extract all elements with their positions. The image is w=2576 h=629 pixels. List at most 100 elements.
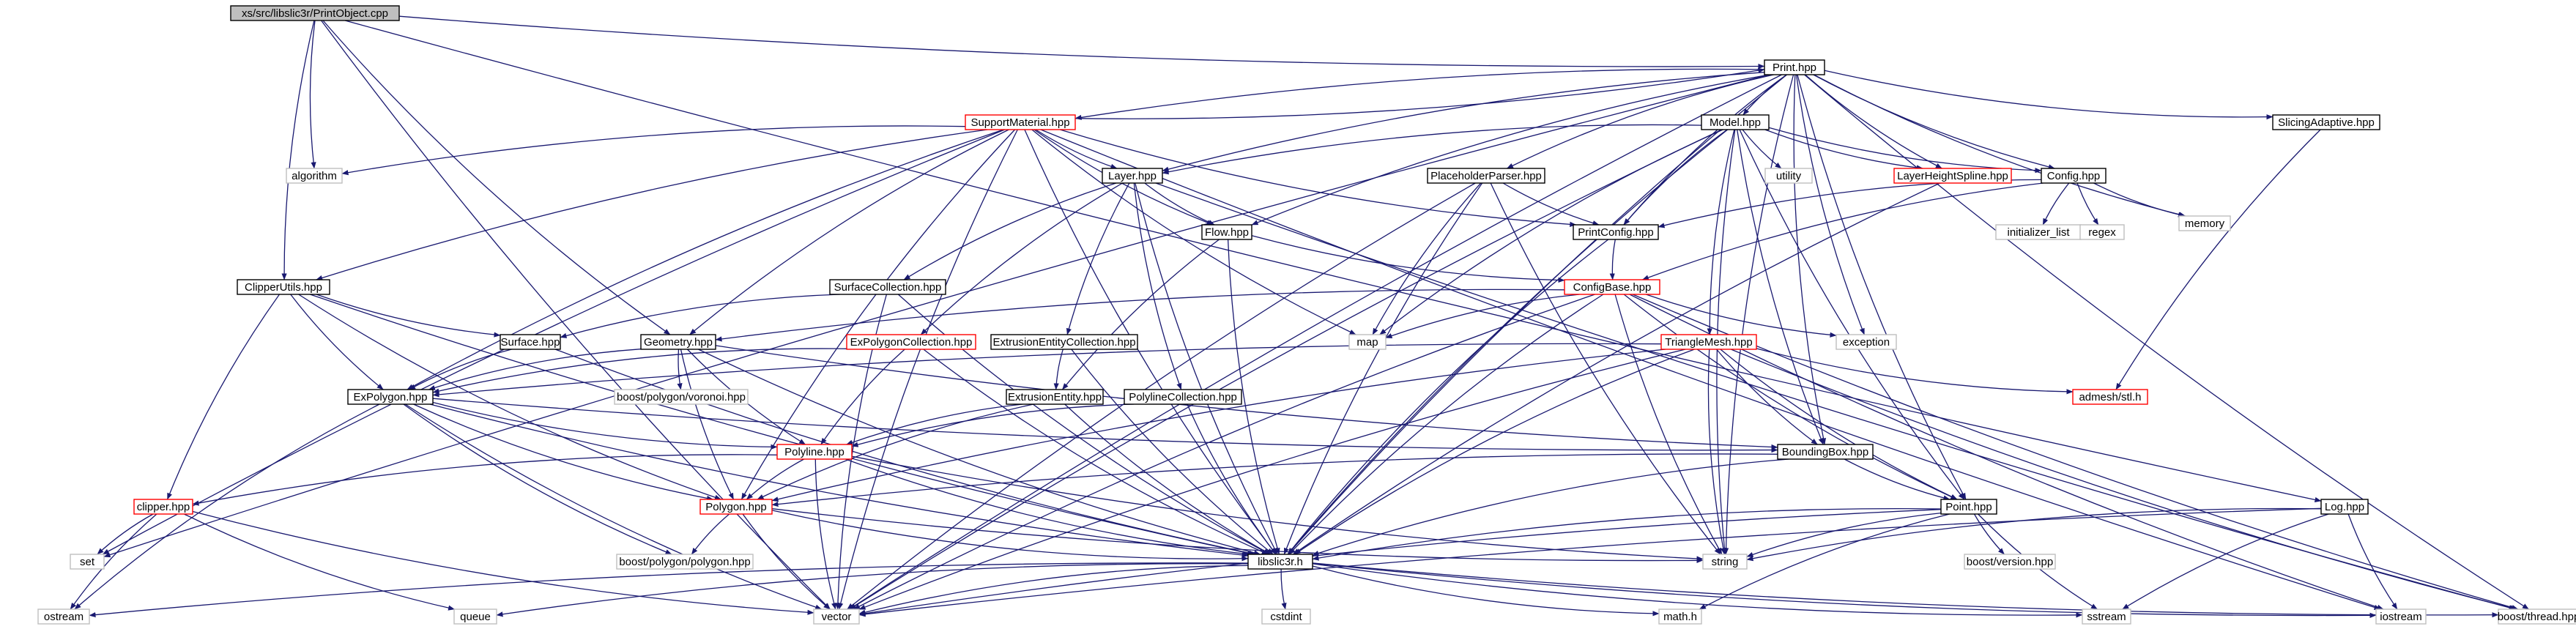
node-label-geometry: Geometry.hpp xyxy=(644,336,713,349)
edge-layer-to-bthread xyxy=(1155,182,2516,611)
node-printconfig[interactable]: PrintConfig.hpp xyxy=(1573,224,1659,240)
edge-extentity-to-polyline xyxy=(846,403,1023,445)
node-expolycoll[interactable]: ExPolygonCollection.hpp xyxy=(846,334,976,350)
edge-extentity-to-libslic3r xyxy=(1064,403,1271,555)
node-polylinecoll[interactable]: PolylineCollection.hpp xyxy=(1124,389,1242,405)
edge-print-to-libslic3r xyxy=(1287,74,1788,555)
node-layerheight[interactable]: LayerHeightSpline.hpp xyxy=(1893,168,2012,184)
node-clipper[interactable]: clipper.hpp xyxy=(133,499,193,515)
node-box-clipper xyxy=(133,499,193,515)
edge-trianglemesh-to-admesh xyxy=(1756,348,2074,395)
node-slicingadaptive[interactable]: SlicingAdaptive.hpp xyxy=(2272,114,2380,130)
node-box-placeholder xyxy=(1427,168,1545,184)
node-sstream: sstream xyxy=(2082,608,2131,625)
edge-point-to-libslic3r xyxy=(1312,507,1942,561)
edge-trianglemesh-to-vector xyxy=(858,349,1686,610)
node-label-surface: Surface.hpp xyxy=(501,336,560,349)
node-label-exception: exception xyxy=(1843,336,1890,349)
node-layer[interactable]: Layer.hpp xyxy=(1102,168,1163,184)
node-bbox[interactable]: BoundingBox.hpp xyxy=(1777,444,1874,460)
node-box-bpolygon xyxy=(616,554,754,570)
edge-model-to-utility xyxy=(1742,129,1782,169)
node-extentity[interactable]: ExtrusionEntity.hpp xyxy=(1006,389,1104,405)
edge-trianglemesh-to-point xyxy=(1720,349,1958,500)
edge-point-to-mathh xyxy=(1699,513,1950,610)
node-surfacecoll[interactable]: SurfaceCollection.hpp xyxy=(829,279,946,295)
node-log[interactable]: Log.hpp xyxy=(2320,499,2369,515)
node-regex: regex xyxy=(2079,224,2125,240)
node-bthread: boost/thread.hpp xyxy=(2498,608,2576,625)
node-polygon[interactable]: Polygon.hpp xyxy=(699,499,773,515)
edge-extentcoll-to-libslic3r xyxy=(1071,349,1274,555)
node-admesh[interactable]: admesh/stl.h xyxy=(2072,389,2148,405)
edge-root-to-geometry xyxy=(322,20,671,335)
node-label-polyline: Polyline.hpp xyxy=(784,446,845,458)
node-box-algorithm xyxy=(286,168,343,184)
edge-polylinecoll-to-libslic3r xyxy=(1187,403,1277,555)
node-label-clipper: clipper.hpp xyxy=(137,501,190,513)
node-expolygon[interactable]: ExPolygon.hpp xyxy=(347,389,434,405)
node-geometry[interactable]: Geometry.hpp xyxy=(640,334,716,350)
node-polyline[interactable]: Polyline.hpp xyxy=(776,444,853,460)
node-iostream: iostream xyxy=(2375,608,2427,625)
edge-placeholder-to-libslic3r xyxy=(1283,182,1483,555)
node-label-point: Point.hpp xyxy=(1945,501,1992,513)
node-trianglemesh[interactable]: TriangleMesh.hpp xyxy=(1660,334,1757,350)
node-clipperutils[interactable]: ClipperUtils.hpp xyxy=(237,279,330,295)
node-label-polylinecoll: PolylineCollection.hpp xyxy=(1129,391,1237,403)
node-box-regex xyxy=(2079,224,2125,240)
edge-slicingadaptive-to-admesh xyxy=(2115,129,2321,390)
edge-libslic3r-to-mathh xyxy=(1312,565,1660,617)
node-extentcoll[interactable]: ExtrusionEntityCollection.hpp xyxy=(990,334,1138,350)
node-flow[interactable]: Flow.hpp xyxy=(1201,224,1252,240)
edge-layer-to-surfacecoll xyxy=(903,182,1117,280)
node-label-bpolygon: boost/polygon/polygon.hpp xyxy=(619,556,750,568)
node-surface[interactable]: Surface.hpp xyxy=(500,334,561,350)
edge-printconfig-to-configbase xyxy=(1609,239,1616,280)
edge-clipper-to-ostream xyxy=(70,513,157,610)
edge-trianglemesh-to-polygon xyxy=(771,349,1666,502)
node-label-support: SupportMaterial.hpp xyxy=(970,116,1069,129)
node-ostream: ostream xyxy=(37,608,90,625)
node-box-bthread xyxy=(2498,608,2576,625)
node-placeholder[interactable]: PlaceholderParser.hpp xyxy=(1427,168,1545,184)
edge-clipperutils-to-clipper xyxy=(166,294,281,500)
node-label-flow: Flow.hpp xyxy=(1205,226,1249,239)
node-label-slicingadaptive: SlicingAdaptive.hpp xyxy=(2278,116,2375,129)
node-configbase[interactable]: ConfigBase.hpp xyxy=(1564,279,1660,295)
node-libslic3r[interactable]: libslic3r.h xyxy=(1247,554,1313,570)
edge-clipper-to-vector xyxy=(192,510,814,615)
edge-root-to-clipperutils xyxy=(281,20,315,280)
edge-polylinecoll-to-polyline xyxy=(851,403,1134,447)
edge-config-to-printconfig xyxy=(1658,179,2042,228)
edge-support-to-polygon xyxy=(740,129,1016,500)
node-box-utility xyxy=(1764,168,1813,184)
node-label-iostream: iostream xyxy=(2380,611,2422,623)
node-print[interactable]: Print.hpp xyxy=(1764,59,1825,75)
edge-libslic3r-to-sstream xyxy=(1312,563,2083,618)
node-root[interactable]: xs/src/libslic3r/PrintObject.cpp xyxy=(230,5,400,21)
edge-expolygon-to-polyline xyxy=(432,401,778,450)
node-config[interactable]: Config.hpp xyxy=(2041,168,2107,184)
node-label-ostream: ostream xyxy=(44,611,83,623)
edge-support-to-geometry xyxy=(689,129,1009,335)
edge-log-to-string xyxy=(1746,507,2322,562)
node-label-regex: regex xyxy=(2088,226,2116,239)
edge-clipper-to-queue xyxy=(184,513,456,611)
node-support[interactable]: SupportMaterial.hpp xyxy=(965,114,1076,130)
edge-layer-to-extentcoll xyxy=(1066,182,1130,335)
node-box-vector xyxy=(813,608,860,625)
edge-configbase-to-geometry xyxy=(715,289,1565,342)
edge-layer-to-libslic3r xyxy=(1135,182,1278,555)
node-point[interactable]: Point.hpp xyxy=(1940,499,1997,515)
node-box-voronoi xyxy=(614,389,749,405)
node-model[interactable]: Model.hpp xyxy=(1701,114,1770,130)
node-box-config xyxy=(2041,168,2107,184)
node-label-log: Log.hpp xyxy=(2325,501,2364,513)
edge-configbase-to-string xyxy=(1614,294,1723,555)
edge-bbox-to-libslic3r xyxy=(1312,458,1789,556)
edge-polyline-to-clipper xyxy=(192,454,778,506)
node-label-polygon: Polygon.hpp xyxy=(705,501,766,513)
edge-clipperutils-to-polygon xyxy=(298,294,721,500)
node-label-extentcoll: ExtrusionEntityCollection.hpp xyxy=(992,336,1135,349)
